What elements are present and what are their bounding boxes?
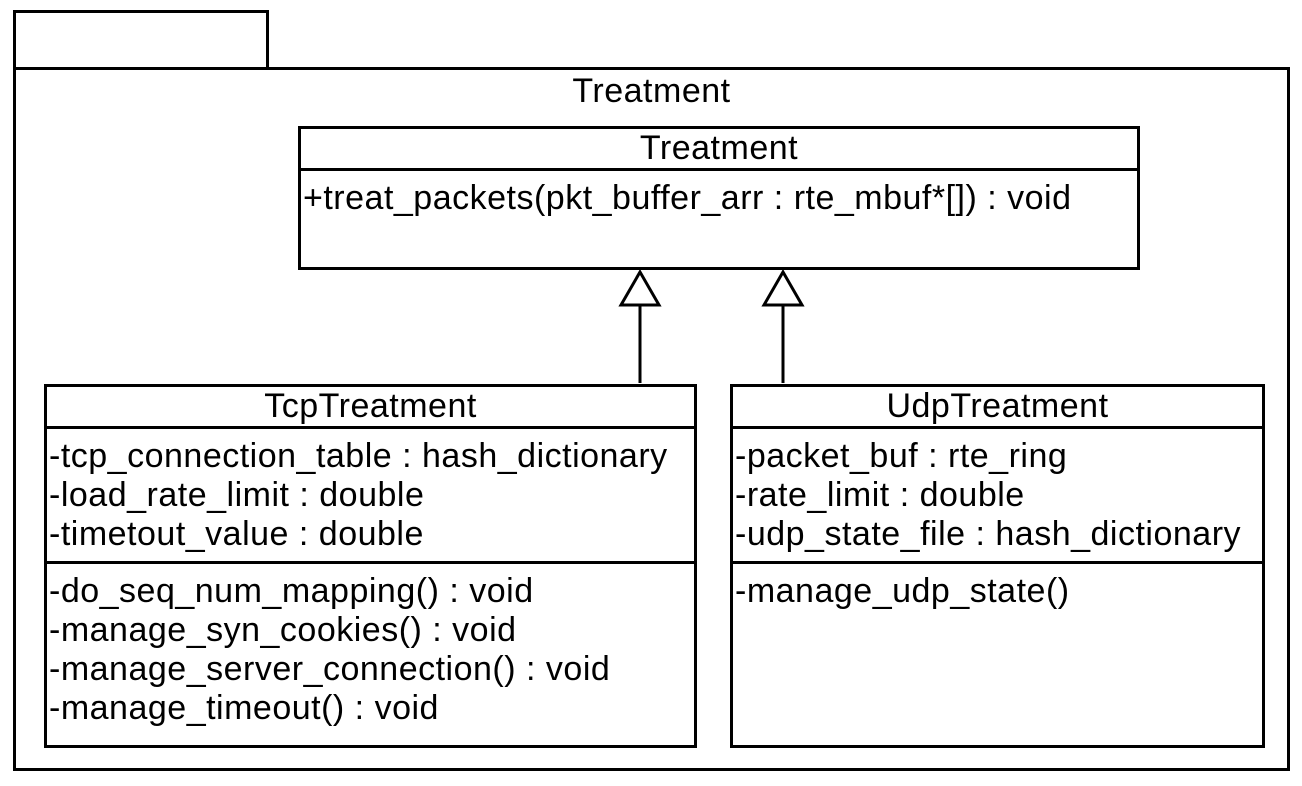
class-box-tcptreatment: TcpTreatment -tcp_connection_table : has…: [44, 384, 697, 748]
class-box-udptreatment: UdpTreatment -packet_buf : rte_ring -rat…: [730, 384, 1265, 748]
package-title: Treatment: [572, 72, 731, 110]
class-methods-treatment: +treat_packets(pkt_buffer_arr : rte_mbuf…: [301, 171, 1137, 218]
method-item: +treat_packets(pkt_buffer_arr : rte_mbuf…: [303, 179, 1072, 217]
attribute-item: -rate_limit : double: [735, 476, 1025, 514]
class-box-treatment: Treatment +treat_packets(pkt_buffer_arr …: [298, 126, 1140, 270]
method-item: -manage_timeout() : void: [49, 689, 439, 727]
method-item: -do_seq_num_mapping() : void: [49, 572, 534, 610]
class-title-tcptreatment: TcpTreatment: [47, 387, 694, 429]
method-item: -manage_udp_state(): [735, 572, 1070, 610]
class-methods-udptreatment: -manage_udp_state(): [733, 564, 1262, 611]
method-item: -manage_server_connection() : void: [49, 650, 611, 688]
class-methods-tcptreatment: -do_seq_num_mapping() : void -manage_syn…: [47, 564, 694, 728]
class-title-treatment: Treatment: [301, 129, 1137, 171]
attribute-item: -udp_state_file : hash_dictionary: [735, 515, 1242, 553]
method-item: -manage_syn_cookies() : void: [49, 611, 517, 649]
attribute-item: -timetout_value : double: [49, 515, 424, 553]
class-title-udptreatment: UdpTreatment: [733, 387, 1262, 429]
attribute-item: -tcp_connection_table : hash_dictionary: [49, 437, 668, 475]
class-attributes-udptreatment: -packet_buf : rte_ring -rate_limit : dou…: [733, 429, 1262, 564]
class-attributes-tcptreatment: -tcp_connection_table : hash_dictionary …: [47, 429, 694, 564]
attribute-item: -packet_buf : rte_ring: [735, 437, 1068, 475]
attribute-item: -load_rate_limit : double: [49, 476, 425, 514]
package-tab: [13, 10, 269, 70]
